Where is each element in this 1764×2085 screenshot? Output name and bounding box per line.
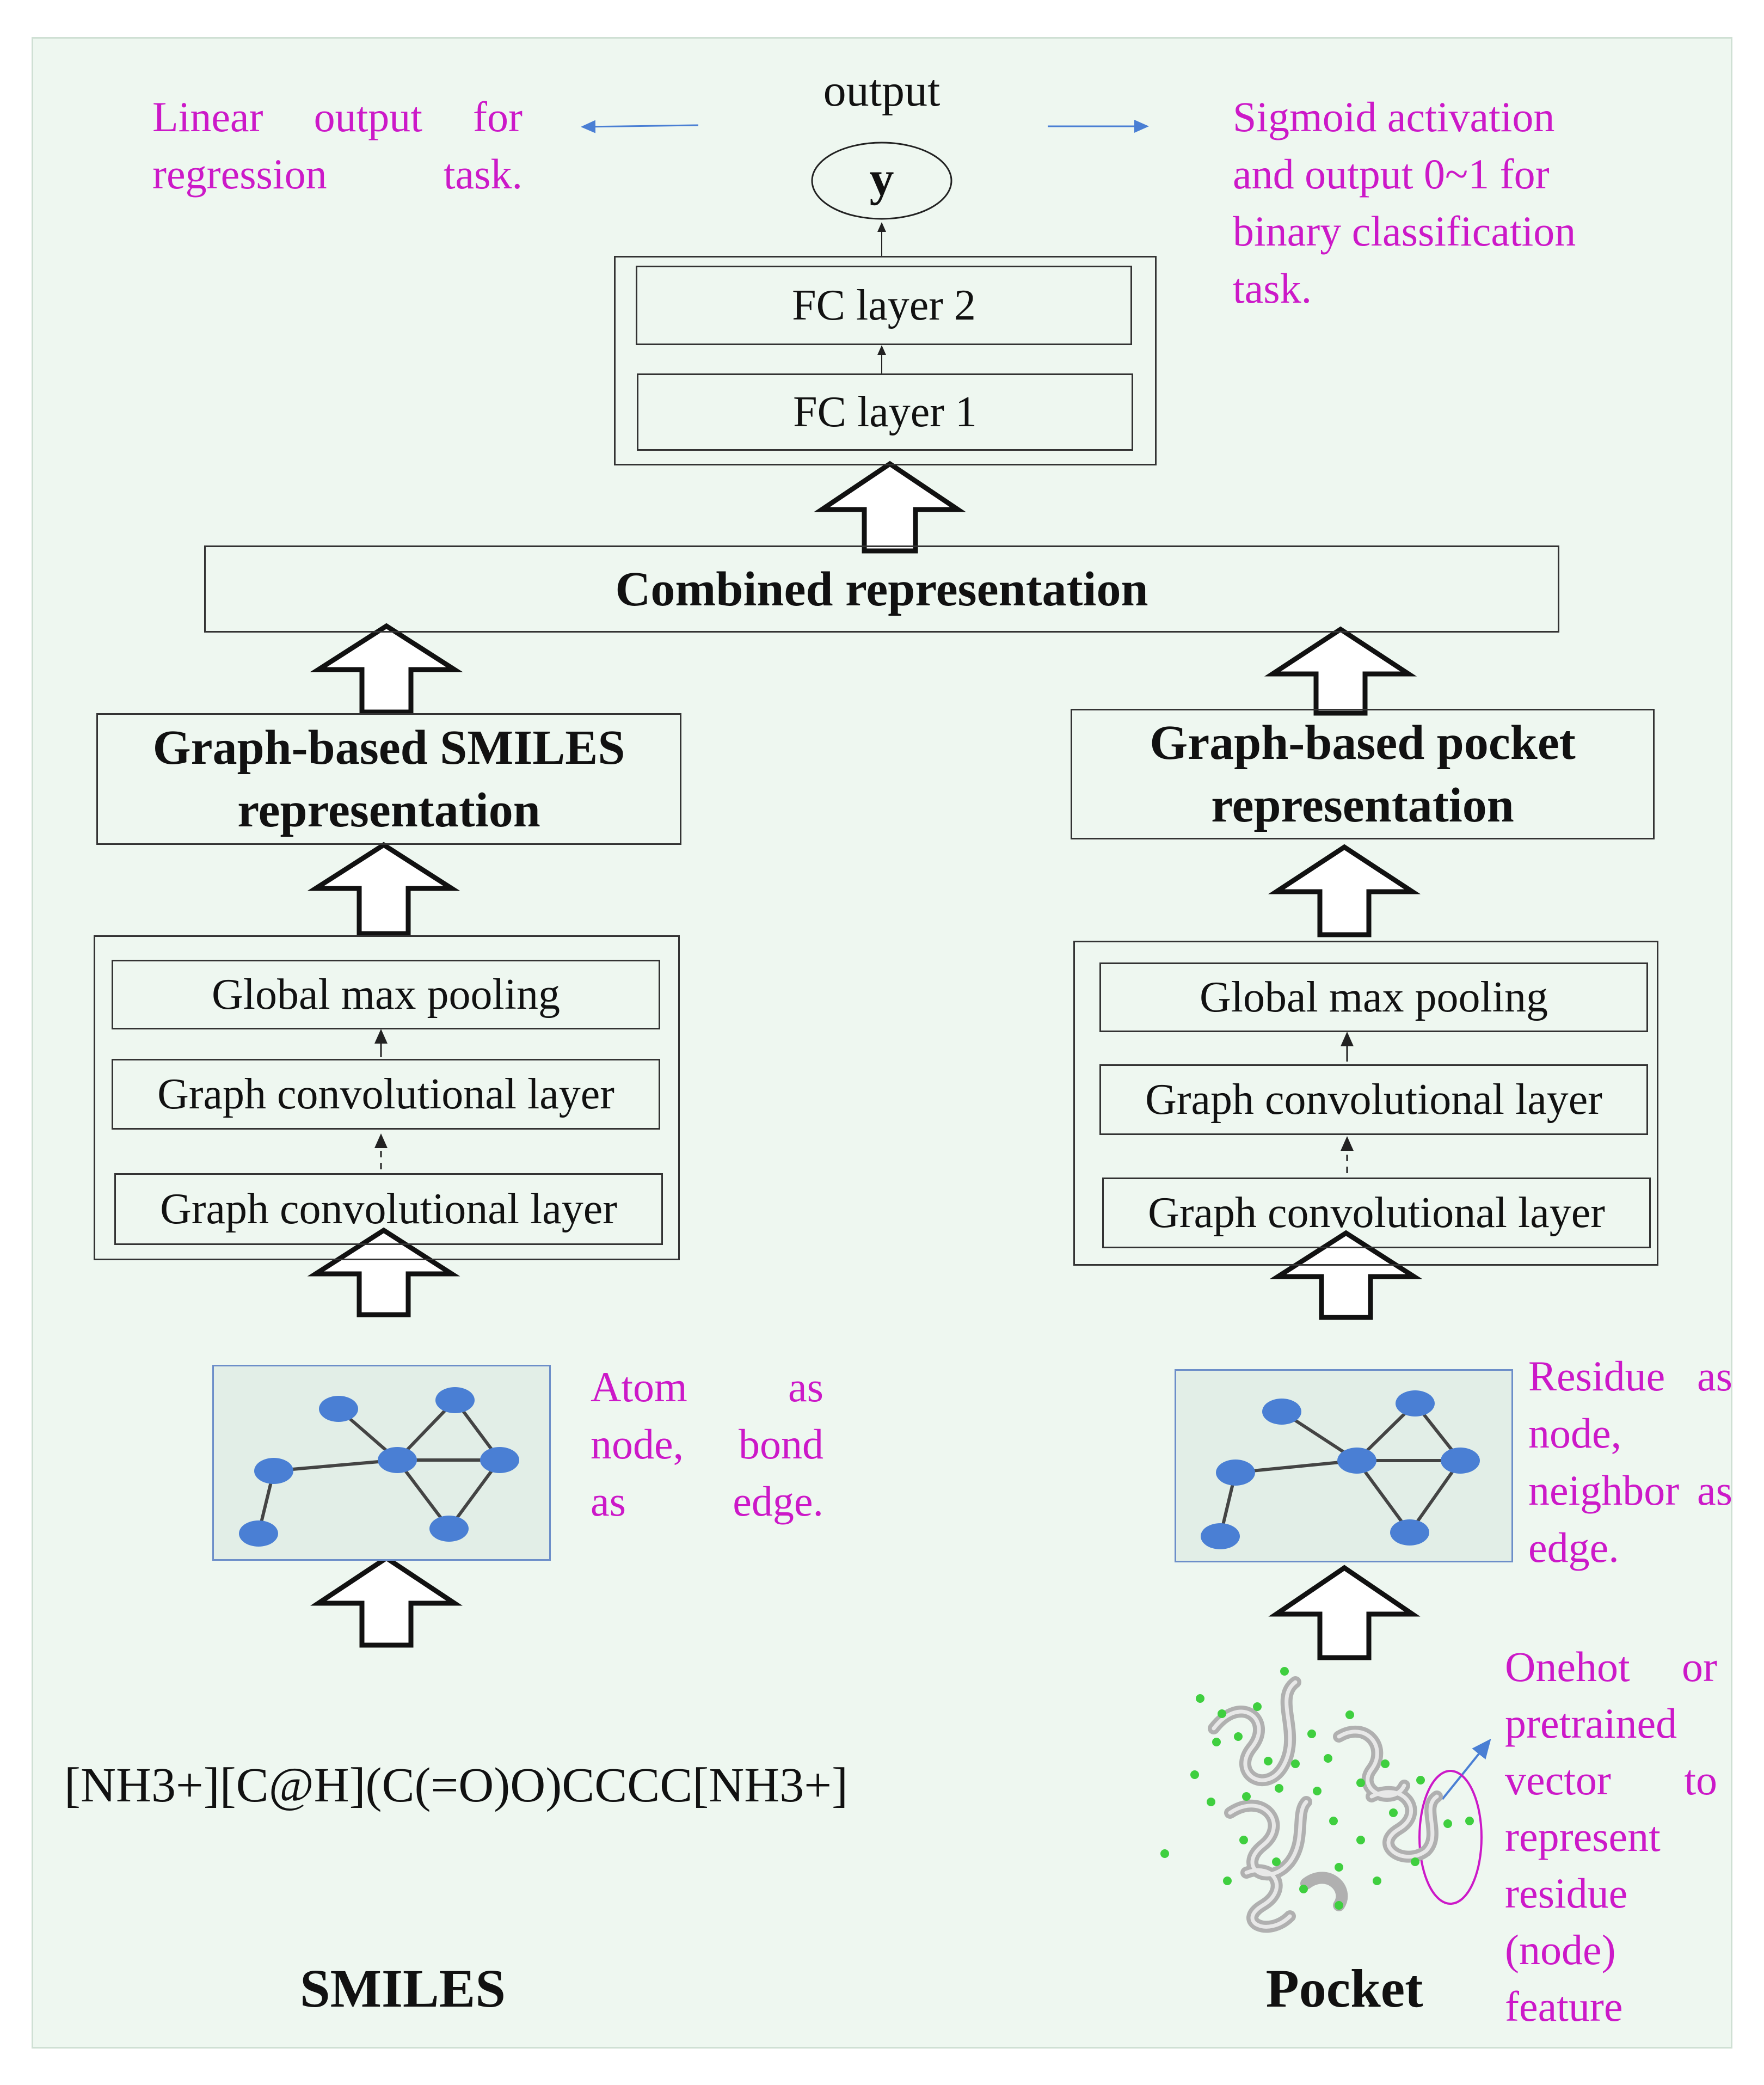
output-node [811,142,952,220]
pocket-conv-layer-top: Graph convolutional layer [1099,1064,1648,1135]
smiles-graph-nodes [239,1387,519,1547]
pocket-pooling-layer: Global max pooling [1099,962,1648,1032]
big-arrow-combined-to-fc [814,461,966,554]
fc-layer-2: FC layer 2 [636,266,1132,345]
pocket-graph-note: Residue as node, neighbor as edge. [1528,1352,1732,1571]
smiles-graph-note: Atom as node, bond as edge. [591,1363,823,1525]
big-arrow-pocket-input-to-graph [1268,1565,1421,1660]
smiles-pooling-layer: Global max pooling [112,960,660,1029]
smiles-representation: Graph-based SMILES representation [96,713,681,845]
big-arrow-pocket-gcn-to-repr [1268,844,1421,937]
regression-note: Linear output for regression task. [152,93,523,198]
big-arrow-pocket-graph-to-gcn [1269,1230,1423,1320]
big-arrow-smiles-gcn-to-repr [307,842,460,936]
smiles-conv-layer-top: Graph convolutional layer [112,1059,660,1130]
residue-feature-note: Onehot or pretrained vector to represent… [1505,1643,1717,2030]
arrow-to-regression [581,120,699,133]
smiles-graph-edges [257,1399,501,1534]
pocket-representation: Graph-based pocket representation [1071,709,1655,839]
combined-representation: Combined representation [204,545,1559,633]
output-label: output [823,65,941,116]
protein-pocket-image [1160,1667,1474,1933]
big-arrow-smiles-input-to-graph [310,1555,463,1648]
fc-block [614,256,1157,465]
smiles-conv-layer-bottom: Graph convolutional layer [114,1173,663,1245]
big-arrow-smiles-graph-to-gcn [307,1227,460,1317]
fc-layer-1: FC layer 1 [637,373,1133,451]
pocket-graph-edges [1219,1402,1462,1537]
pocket-conv-layer-bottom: Graph convolutional layer [1102,1178,1651,1248]
big-arrow-smiles-to-combined [310,623,463,715]
output-node-label: y [869,152,894,206]
residue-highlight-ellipse [1418,1770,1483,1905]
big-arrow-pocket-to-combined [1264,626,1417,716]
arrow-feature-note [1441,1738,1491,1800]
smiles-gcn-block [94,935,680,1260]
pocket-gcn-block [1073,941,1658,1266]
classification-note: Sigmoid activation and output 0~1 for bi… [1233,93,1576,312]
pocket-graph-nodes [1201,1390,1480,1549]
pocket-input-label: Pocket [1265,1958,1423,2019]
smiles-string: [NH3+][C@H](C(=O)O)CCCC[NH3+] [64,1758,848,1812]
smiles-input-label: SMILES [300,1958,506,2019]
